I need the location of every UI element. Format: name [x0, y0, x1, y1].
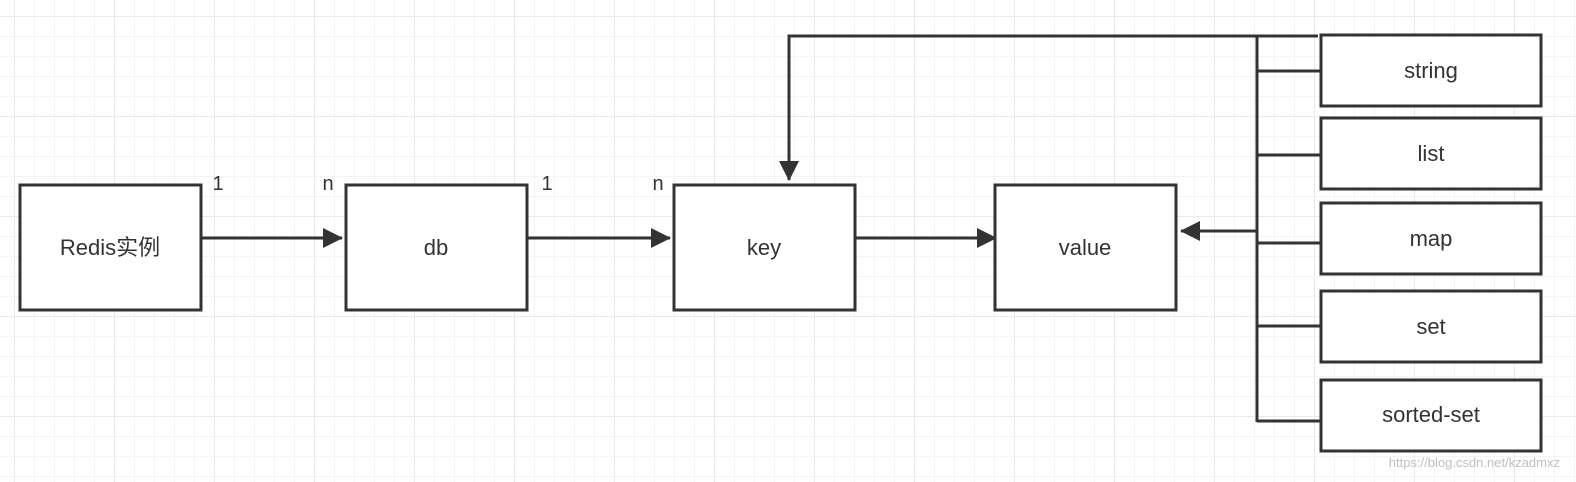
type-string-node[interactable]: string: [1319, 33, 1543, 108]
key-label: key: [747, 235, 781, 260]
cardinality-db-key-to: n: [652, 173, 663, 195]
value-node[interactable]: value: [993, 183, 1178, 312]
type-set-node[interactable]: set: [1319, 289, 1543, 364]
cardinality-redis-db-to: n: [322, 173, 333, 195]
watermark-text: https://blog.csdn.net/kzadmxz: [1389, 455, 1560, 470]
type-map-label: map: [1410, 226, 1453, 251]
key-node[interactable]: key: [672, 183, 857, 312]
cardinality-redis-db-from: 1: [212, 173, 223, 195]
cardinality-db-key-from: 1: [541, 173, 552, 195]
type-list-label: list: [1418, 141, 1445, 166]
value-label: value: [1059, 235, 1112, 260]
db-node[interactable]: db: [344, 183, 529, 312]
type-set-label: set: [1416, 314, 1445, 339]
type-string-label: string: [1404, 58, 1458, 83]
redis-instance-node[interactable]: Redis实例: [18, 183, 203, 312]
type-list-node[interactable]: list: [1319, 116, 1543, 191]
type-sorted-set-node[interactable]: sorted-set: [1319, 378, 1543, 453]
type-sorted-set-label: sorted-set: [1382, 402, 1480, 427]
type-map-node[interactable]: map: [1319, 201, 1543, 276]
type-to-key-arrow: [779, 34, 1318, 181]
redis-instance-label: Redis实例: [60, 235, 160, 260]
db-label: db: [424, 235, 448, 260]
